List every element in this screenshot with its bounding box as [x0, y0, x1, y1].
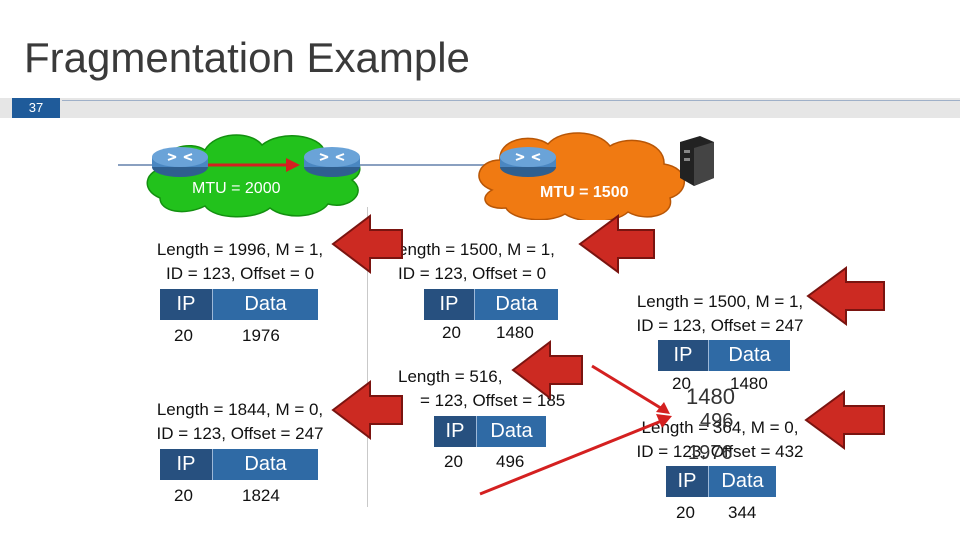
col3-frag2-line1: Length = 364, M = 0,: [641, 418, 799, 437]
overlay-value-b: 496: [700, 410, 734, 432]
ip-header-box: IP: [666, 466, 708, 497]
ip-header-box: IP: [658, 340, 708, 371]
header-band-line: [62, 100, 960, 101]
col2-frag1-line1: ength = 1500, M = 1,: [398, 240, 555, 259]
col1-frag1-line1: Length = 1996, M = 1,: [156, 240, 324, 259]
ip-header-box: IP: [160, 449, 212, 480]
col3-frag2-header: Length = 364, M = 0, ID = 123, Offset = …: [620, 416, 820, 464]
data-box: Data: [708, 340, 790, 371]
col2-frag2-line1: Length = 516,: [398, 367, 503, 386]
col1-frag1-header: Length = 1996, M = 1, ID = 123, Offset =…: [140, 238, 340, 286]
callout-arrow: [331, 213, 403, 275]
col3-frag1-packet: IP Data: [658, 340, 790, 371]
column-divider: [367, 207, 368, 507]
col2-frag2-line2: = 123, Offset = 185: [420, 391, 566, 410]
pointer-arrowhead: [656, 402, 670, 414]
callout-arrow: [331, 379, 403, 441]
slide-number: 37: [12, 98, 60, 118]
col3-frag1-line2: ID = 123, Offset = 247: [636, 316, 804, 335]
col3-frag1-line1: Length = 1500, M = 1,: [636, 292, 804, 311]
ip-header-box: IP: [434, 416, 476, 447]
col3-frag1-data-size: 1480: [730, 374, 768, 393]
col3-frag2-ip-size: 20: [676, 503, 695, 522]
col1-frag2-header: Length = 1844, M = 0, ID = 123, Offset =…: [140, 398, 340, 446]
col1-frag1-packet: IP Data: [160, 289, 318, 320]
col1-frag1-line2: ID = 123, Offset = 0: [165, 264, 315, 283]
pointer-line: [479, 418, 665, 496]
col2-frag1-line2: ID = 123, Offset = 0: [398, 264, 547, 283]
network-diagram: [118, 132, 714, 220]
callout-arrow: [806, 266, 885, 326]
pointer-line: [591, 364, 665, 412]
col3-frag1-ip-size: 20: [672, 374, 691, 393]
callout-arrow: [804, 390, 885, 450]
header-band: [0, 98, 960, 118]
data-box: Data: [212, 289, 318, 320]
col3-frag2-data-size: 344: [728, 503, 757, 522]
data-box: Data: [708, 466, 776, 497]
col2-frag2-ip-size: 20: [444, 452, 463, 471]
forward-arrowhead: [286, 158, 300, 172]
ip-header-box: IP: [160, 289, 212, 320]
router-icon: [304, 147, 360, 177]
col3-frag1-header: Length = 1500, M = 1, ID = 123, Offset =…: [620, 290, 820, 338]
router-icon: [152, 147, 208, 177]
mtu-left-label: MTU = 2000: [192, 180, 281, 197]
col1-frag2-data-size: 1824: [242, 486, 280, 505]
col3-frag2-packet: IP Data: [666, 466, 776, 497]
col1-frag2-line1: Length = 1844, M = 0,: [156, 400, 324, 419]
col1-frag2-ip-size: 20: [174, 486, 193, 505]
col2-frag2-packet: IP Data: [434, 416, 546, 447]
col2-frag1-ip-size: 20: [442, 323, 461, 342]
data-box: Data: [476, 416, 546, 447]
overlay-value-a: 1480: [686, 384, 735, 409]
slide-title: Fragmentation Example: [24, 34, 470, 81]
col2-frag1-data-size: 1480: [496, 323, 534, 342]
col1-frag2-packet: IP Data: [160, 449, 318, 480]
col2-frag1-packet: IP Data: [424, 289, 558, 320]
overlay-value-c: 1976: [688, 442, 733, 464]
col1-frag1-data-size: 1976: [242, 326, 280, 345]
col2-frag1-header: ength = 1500, M = 1, ID = 123, Offset = …: [398, 238, 588, 286]
server-icon: [680, 136, 714, 186]
col2-frag2-header: Length = 516, = 123, Offset = 185: [398, 365, 588, 413]
col1-frag2-line2: ID = 123, Offset = 247: [156, 424, 324, 443]
router-icon: [500, 147, 556, 177]
callout-arrow: [578, 214, 655, 274]
col3-frag2-line2: ID = 123, Offset = 432: [636, 442, 804, 461]
pointer-arrowhead: [656, 414, 672, 428]
callout-arrow: [511, 339, 583, 401]
ip-header-box: IP: [424, 289, 474, 320]
col1-frag1-ip-size: 20: [174, 326, 193, 345]
data-box: Data: [212, 449, 318, 480]
data-box: Data: [474, 289, 558, 320]
col2-frag2-data-size: 496: [496, 452, 525, 471]
mtu-right-label: MTU = 1500: [540, 184, 629, 201]
